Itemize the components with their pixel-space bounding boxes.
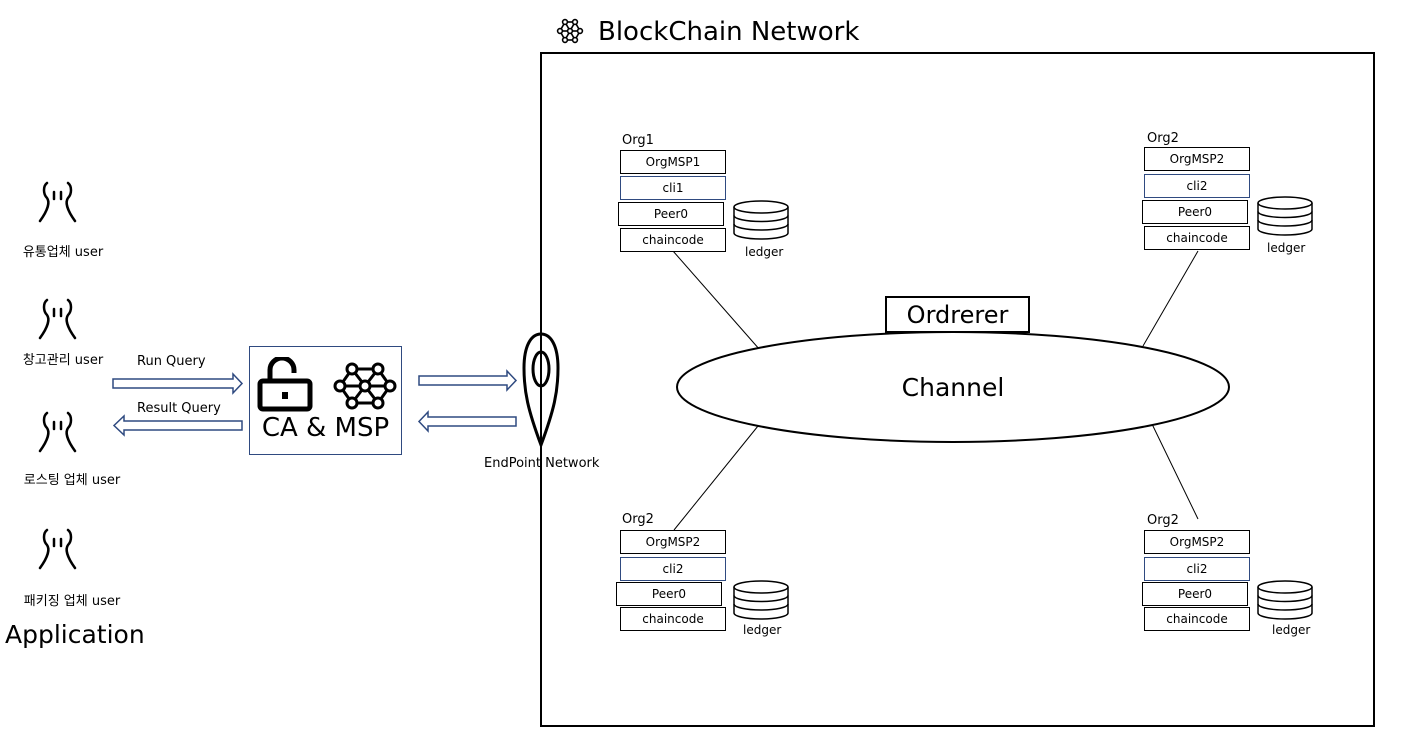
blockchain-icon — [333, 362, 397, 410]
ledger-label: ledger — [1267, 241, 1306, 255]
org2-bottom-right-channel-line — [1151, 423, 1199, 520]
org2-top-channel-line — [1142, 250, 1199, 347]
peer-box: Peer0 — [1142, 200, 1248, 224]
org-msp-box: OrgMSP2 — [620, 530, 726, 554]
blockchain-icon — [556, 18, 584, 44]
chaincode-box: chaincode — [620, 228, 726, 252]
org-label: Org1 — [622, 133, 654, 148]
org1-channel-line — [672, 250, 761, 351]
database-icon — [1257, 196, 1313, 236]
cli-box: cli2 — [620, 557, 726, 581]
peer-box: Peer0 — [616, 582, 722, 606]
ledger-label: ledger — [1272, 623, 1311, 637]
ca-msp-label: CA & MSP — [261, 413, 390, 443]
cli-box: cli2 — [1144, 557, 1250, 581]
ledger-label: ledger — [743, 623, 782, 637]
user-label: 유통업체 user — [22, 245, 104, 260]
database-icon — [1257, 580, 1313, 620]
user-icon — [38, 411, 77, 453]
channel-label: Channel — [901, 373, 1005, 402]
peer-box: Peer0 — [1142, 582, 1248, 606]
org-label: Org2 — [1147, 513, 1179, 528]
network-title: BlockChain Network — [598, 17, 860, 47]
database-icon — [733, 580, 789, 620]
org-msp-box: OrgMSP2 — [1144, 147, 1250, 171]
org-msp-box: OrgMSP1 — [620, 150, 726, 174]
application-title: Application — [5, 620, 145, 649]
result-query-label: Result Query — [137, 401, 221, 416]
from-endpoint-arrow — [417, 410, 517, 433]
run-query-label: Run Query — [137, 354, 206, 369]
user-label: 패키징 업체 user — [23, 594, 121, 609]
blockchain-network-box — [540, 52, 1375, 727]
user-icon — [38, 181, 77, 223]
chaincode-box: chaincode — [620, 607, 726, 631]
orderer-box: Ordrerer — [885, 296, 1030, 333]
ledger-label: ledger — [745, 245, 784, 259]
result-query-arrow — [112, 414, 243, 437]
user-icon — [38, 528, 77, 570]
database-icon — [733, 200, 789, 240]
chaincode-box: chaincode — [1144, 226, 1250, 250]
cli-box: cli1 — [620, 176, 726, 200]
unlock-icon — [257, 357, 313, 412]
ca-msp-box: CA & MSP — [249, 346, 402, 455]
chaincode-box: chaincode — [1144, 607, 1250, 631]
org-label: Org2 — [622, 512, 654, 527]
to-endpoint-arrow — [418, 369, 518, 392]
org-msp-box: OrgMSP2 — [1144, 530, 1250, 554]
org2-bottom-left-channel-line — [673, 425, 759, 531]
user-label: 로스팅 업체 user — [23, 473, 121, 488]
cli-box: cli2 — [1144, 174, 1250, 198]
run-query-arrow — [112, 372, 244, 395]
user-label: 창고관리 user — [22, 353, 104, 368]
peer-box: Peer0 — [618, 202, 724, 226]
user-icon — [38, 298, 77, 340]
org-label: Org2 — [1147, 131, 1179, 146]
